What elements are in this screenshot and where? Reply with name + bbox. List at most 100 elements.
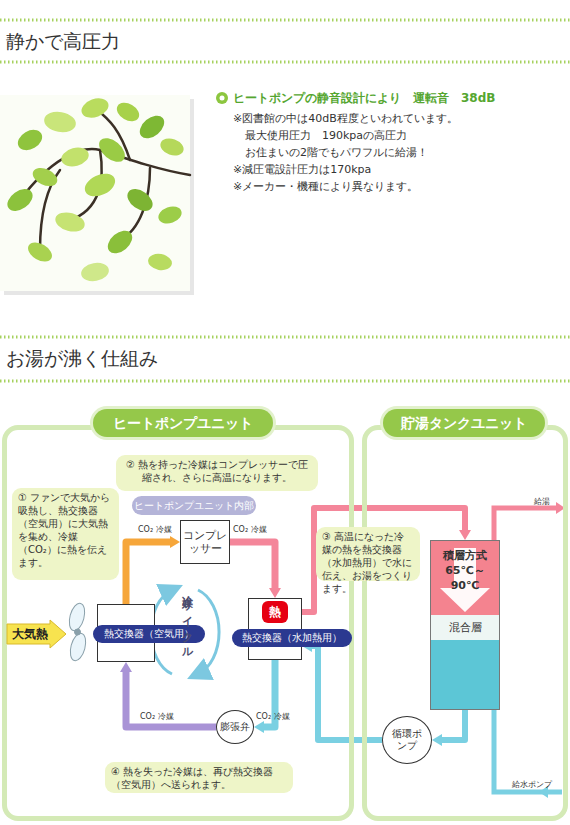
component-pill: 熱交換器（空気用）: [93, 625, 205, 643]
pipe-connector: [126, 536, 180, 604]
note-text: ※図書館の中は40dB程度といわれています。: [233, 111, 458, 126]
callout-text: ④ 熱を失った冷媒は、再び熱交換器（空気用）へ送られます。: [111, 765, 287, 791]
heat-exchanger-box: 熱交換器（空気用）: [97, 604, 155, 662]
dotted-rule: [0, 19, 570, 22]
section-pill-text: ヒートポンプユニット内部: [134, 499, 254, 513]
unit-frame: 貯湯タンクユニット積層方式 65℃～90℃混合層循環ポンプ: [362, 425, 568, 821]
arrow-head: [269, 588, 281, 598]
heat-exchanger-box: 熱交換器（水加熱用）熱: [248, 598, 302, 660]
bullet-dot: [220, 96, 225, 101]
fan-symbol: [67, 602, 89, 663]
leaf-photo: [0, 95, 190, 291]
storage-tank: 積層方式 65℃～90℃ 混合層: [430, 540, 500, 710]
component-text: コンプレッサー: [183, 529, 227, 555]
leaf-photo: [80, 261, 111, 284]
heat-badge-text: 熱: [269, 604, 281, 621]
feature-heading: ヒートポンプの静音設計により 運転音 38dB: [233, 90, 495, 107]
section-heading: 静かで高圧力: [6, 29, 120, 55]
pipe-line: [311, 646, 382, 740]
dotted-rule: [0, 61, 570, 64]
outlet-pipe: [494, 710, 562, 792]
section-pill: ヒートポンプユニット内部: [132, 496, 256, 515]
pipe-label: CO₂ 冷媒: [138, 524, 172, 535]
leaf-photo: [30, 164, 60, 189]
arrow-head: [254, 721, 264, 733]
pipe-connector: [120, 662, 216, 727]
pipe-label: CO₂ 冷媒: [256, 711, 290, 722]
leaf-photo: [3, 185, 36, 216]
dotted-rule: [0, 20, 570, 381]
leaf-photo: [158, 135, 186, 158]
leaf-photo: [156, 203, 184, 226]
heat-badge: 熱: [262, 601, 288, 623]
leaf-photo: [20, 149, 190, 200]
pipe-label: 給湯: [534, 496, 550, 507]
leaf-photo: [79, 95, 111, 121]
outlet-pipe: [494, 502, 565, 798]
pipe-line: [230, 542, 275, 589]
pipe-line: [126, 671, 216, 727]
fan-symbol: [67, 602, 88, 633]
stratified-arrow: [440, 548, 490, 612]
leaf-photo: [103, 226, 136, 258]
arrow-head: [170, 536, 180, 548]
arrow-head: [120, 662, 132, 672]
leaf-photo: [114, 99, 143, 125]
callout-box: ④ 熱を失った冷媒は、再び熱交換器（空気用）へ送られます。: [105, 762, 293, 793]
leaf-photo: [81, 169, 118, 201]
bullet-dot: [216, 92, 228, 104]
callout-box: ② 熱を持った冷媒はコンプレッサーで圧縮され、さらに高温になります。: [116, 455, 318, 491]
arrow-outline: [7, 620, 66, 648]
callout-text: ① ファンで大気から吸熱し、熱交換器（空気用）に大気熱を集め、冷媒（CO₂）に熱…: [18, 491, 113, 569]
bullet-dot: [216, 92, 228, 104]
leaf-photo: [59, 145, 91, 170]
outlet-pipe: [494, 508, 556, 540]
pipe-label: CO₂ 冷媒: [233, 524, 267, 535]
pipe-line: [263, 660, 275, 727]
fan-symbol: [68, 632, 89, 663]
callout-box: ① ファンで大気から吸熱し、熱交換器（空気用）に大気熱を集め、冷媒（CO₂）に熱…: [12, 488, 119, 580]
pipe-connector: [254, 660, 275, 733]
heat-source-text: 大気熱: [6, 626, 48, 643]
heat-source-arrow: 大気熱: [6, 619, 68, 649]
dotted-rule: [0, 336, 570, 339]
pipe-connector: [230, 542, 281, 598]
component-text: 循環ポンプ: [388, 728, 426, 752]
pump-circle: 循環ポンプ: [382, 716, 432, 764]
dotted-rule: [0, 380, 570, 383]
note-text: ※減圧電設計圧力は170kpa: [233, 162, 371, 177]
callout-box: ③ 高温になった冷媒の熱を熱交換器（水加熱用）で水に伝え、お湯をつくります。: [316, 527, 420, 581]
leaf-photo: [95, 133, 130, 166]
leaf-photo: [53, 209, 87, 234]
fan-symbol: [75, 629, 81, 635]
leaf-photo: [147, 252, 173, 272]
pipe-line: [441, 710, 465, 740]
leaf-photo: [0, 95, 194, 295]
mixing-layer-band: 混合層: [430, 615, 500, 640]
pipe-line: [126, 542, 171, 604]
unit-title: 貯湯タンクユニット: [383, 409, 545, 437]
component-text: 膨張弁: [220, 720, 250, 734]
arrow-head: [432, 734, 442, 746]
leaf-photo: [25, 239, 56, 266]
leaf-photo: [20, 108, 190, 250]
callout-text: ③ 高温になった冷媒の熱を熱交換器（水加熱用）で水に伝え、お湯をつくります。: [322, 530, 414, 595]
callout-text: ② 熱を持った冷媒はコンプレッサーで圧縮され、さらに高温になります。: [122, 458, 312, 484]
compressor-box: コンプレッサー: [180, 520, 230, 564]
cycle-label: 冷媒サイクル: [179, 586, 194, 656]
leaf-photo: [123, 185, 156, 216]
section-heading: お湯が沸く仕組み: [6, 346, 158, 372]
unit-title: ヒートポンプユニット: [93, 409, 273, 437]
tank-text: 積層方式 65℃～90℃: [430, 548, 500, 593]
unit-frame: ヒートポンプユニット② 熱を持った冷媒はコンプレッサーで圧縮され、さらに高温にな…: [2, 425, 354, 821]
leaf-photo: [14, 126, 46, 155]
outlet-pipe: [556, 502, 565, 514]
pipe-label: 給水ポンプ: [512, 779, 552, 790]
pipe-connector: [432, 710, 465, 746]
pipe-connector: [302, 640, 382, 740]
note-text: お住まいの2階でもパワフルに給湯！: [245, 145, 428, 160]
outlet-pipe: [539, 786, 548, 798]
